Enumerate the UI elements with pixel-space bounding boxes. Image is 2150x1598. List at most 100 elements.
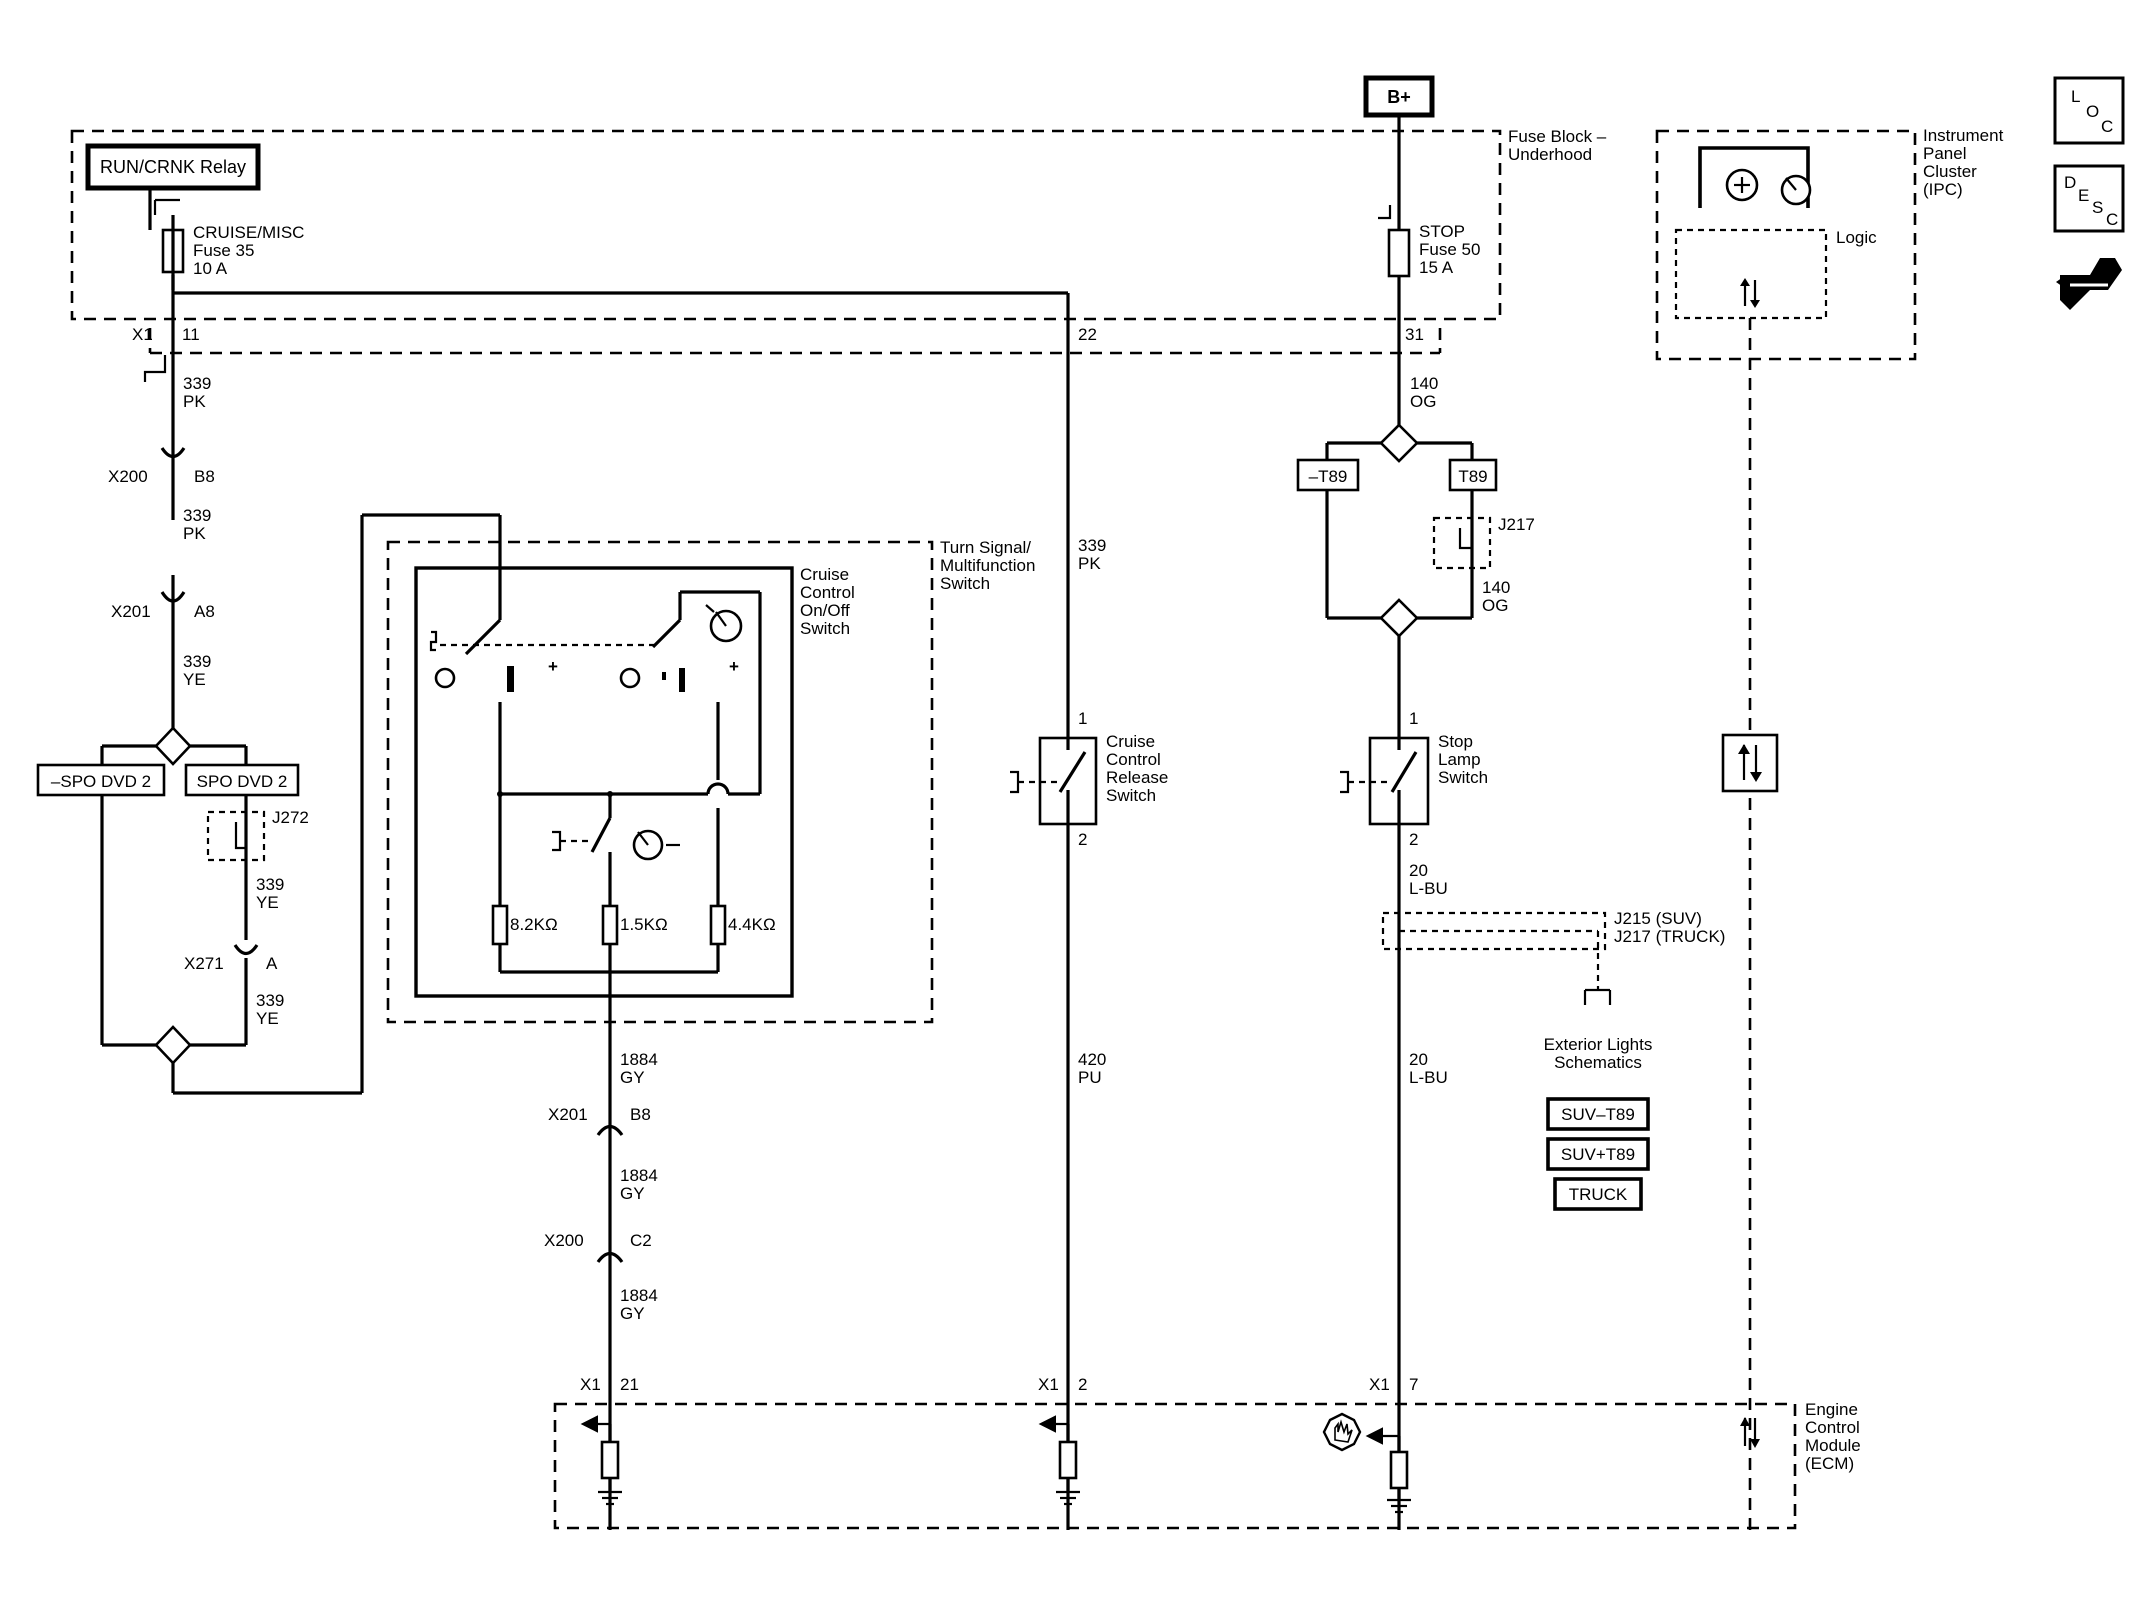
resistor-label: 1.5KΩ bbox=[620, 915, 668, 934]
diagnostic-tool-icon[interactable] bbox=[2056, 258, 2122, 310]
resistor-label: 8.2KΩ bbox=[510, 915, 558, 934]
wire-label: L-BU bbox=[1409, 879, 1448, 898]
ext-option-suv-t89[interactable]: SUV+T89 bbox=[1561, 1145, 1635, 1164]
tsm-label-2: Multifunction bbox=[940, 556, 1035, 575]
ipc-label-2: Panel bbox=[1923, 144, 1966, 163]
wire-label: 1884 bbox=[620, 1286, 658, 1305]
wire-label: 1884 bbox=[620, 1050, 658, 1069]
wire-label: 339 bbox=[256, 875, 284, 894]
ecm-label-2: Control bbox=[1805, 1418, 1860, 1437]
option-label-no-t89: –T89 bbox=[1309, 467, 1348, 486]
b-plus-source: B+ bbox=[1363, 75, 1435, 118]
wire-label: OG bbox=[1410, 392, 1436, 411]
wire-label: GY bbox=[620, 1068, 645, 1087]
ccs-label-2: Control bbox=[800, 583, 855, 602]
fuse-35: CRUISE/MISC Fuse 35 10 A bbox=[148, 188, 304, 290]
instrument-panel-cluster: Instrument Panel Cluster (IPC) Logic bbox=[1655, 126, 2004, 1530]
desc-letter: S bbox=[2092, 198, 2103, 217]
switch-label-3: Switch bbox=[1438, 768, 1488, 787]
fuse-pin-31: 31 bbox=[1405, 325, 1424, 344]
connector-pin: B8 bbox=[194, 467, 215, 486]
tsm-label-1: Turn Signal/ bbox=[940, 538, 1031, 557]
ext-lights-label-2[interactable]: Schematics bbox=[1554, 1053, 1642, 1072]
connector-pin: A bbox=[266, 954, 278, 973]
switch-label-3: Release bbox=[1106, 768, 1168, 787]
stop-lamp-circuit: 140 OG –T89 T89 J217 140 OG 1 Stop Lamp … bbox=[1296, 276, 1725, 1530]
run-crnk-relay: RUN/CRNK Relay bbox=[85, 143, 261, 191]
connector-pin: 21 bbox=[620, 1375, 639, 1394]
ext-option-suv-no-t89[interactable]: SUV–T89 bbox=[1561, 1105, 1635, 1124]
wire-label: PK bbox=[183, 524, 206, 543]
svg-text:+: + bbox=[548, 657, 558, 676]
fuse-block-title-2: Underhood bbox=[1508, 145, 1592, 164]
jumper-label: J272 bbox=[272, 808, 309, 827]
wire-label: 20 bbox=[1409, 861, 1428, 880]
loc-letter: O bbox=[2086, 102, 2099, 121]
wire-label: GY bbox=[620, 1304, 645, 1323]
option-label-t89: T89 bbox=[1458, 467, 1487, 486]
wire-label: PK bbox=[1078, 554, 1101, 573]
gy-circuit: 1884 GY X201 B8 1884 GY X200 C2 1884 GY … bbox=[544, 1050, 658, 1394]
connector-pin: C2 bbox=[630, 1231, 652, 1250]
ecm-label-1: Engine bbox=[1805, 1400, 1858, 1419]
switch-label-4: Switch bbox=[1106, 786, 1156, 805]
splice-label-2: J217 (TRUCK) bbox=[1614, 927, 1725, 946]
ecm-label-4: (ECM) bbox=[1805, 1454, 1854, 1473]
fuse-pin-22: 22 bbox=[1078, 325, 1097, 344]
wire-label: GY bbox=[620, 1184, 645, 1203]
cruise-control-release-switch: 339 PK 1 Cruise Control Release Switch 2… bbox=[1010, 293, 1168, 1530]
tsm-label-3: Switch bbox=[940, 574, 990, 593]
description-icon[interactable]: D E S C bbox=[2053, 164, 2125, 233]
connector-pin: 7 bbox=[1409, 1375, 1418, 1394]
loc-letter: C bbox=[2101, 117, 2113, 136]
fuse50-name: STOP bbox=[1419, 222, 1465, 241]
connector-label: X1 bbox=[580, 1375, 601, 1394]
ext-option-truck[interactable]: TRUCK bbox=[1569, 1185, 1628, 1204]
data-comm-box-icon bbox=[1721, 733, 1779, 793]
wire-label: L-BU bbox=[1409, 1068, 1448, 1087]
fuse35-rating: 10 A bbox=[193, 259, 228, 278]
connector-pin: B8 bbox=[630, 1105, 651, 1124]
ccs-label-1: Cruise bbox=[800, 565, 849, 584]
wire-label: 339 bbox=[183, 506, 211, 525]
desc-letter: E bbox=[2078, 186, 2089, 205]
ipc-label-1: Instrument bbox=[1923, 126, 2004, 145]
engine-control-module: Engine Control Module (ECM) bbox=[553, 1400, 1861, 1530]
switch-label-1: Cruise bbox=[1106, 732, 1155, 751]
ecm-label-3: Module bbox=[1805, 1436, 1861, 1455]
fuse-block-title-1: Fuse Block – bbox=[1508, 127, 1607, 146]
switch-pin: 2 bbox=[1409, 830, 1418, 849]
wire-label: YE bbox=[256, 893, 279, 912]
jumper-label: J217 bbox=[1498, 515, 1535, 534]
svg-text:+: + bbox=[729, 657, 739, 676]
splice-label-1: J215 (SUV) bbox=[1614, 909, 1702, 928]
ext-lights-label-1[interactable]: Exterior Lights bbox=[1544, 1035, 1653, 1054]
esd-caution-icon bbox=[1322, 1412, 1362, 1452]
ipc-label-3: Cluster bbox=[1923, 162, 1977, 181]
wire-label: 339 bbox=[1078, 536, 1106, 555]
connector-label: X201 bbox=[111, 602, 151, 621]
speedometer-icon bbox=[705, 604, 743, 643]
loc-letter: L bbox=[2071, 87, 2080, 106]
wire-label: YE bbox=[183, 670, 206, 689]
connector-label: X200 bbox=[544, 1231, 584, 1250]
ccs-label-4: Switch bbox=[800, 619, 850, 638]
ccs-label-3: On/Off bbox=[800, 601, 850, 620]
fuse-pin-11: 11 bbox=[182, 325, 200, 344]
run-crnk-relay-label: RUN/CRNK Relay bbox=[100, 157, 246, 177]
wire-label: YE bbox=[256, 1009, 279, 1028]
fuse35-number: Fuse 35 bbox=[193, 241, 254, 260]
switch-label-1: Stop bbox=[1438, 732, 1473, 751]
b-plus-label: B+ bbox=[1387, 87, 1411, 107]
wire-label: 20 bbox=[1409, 1050, 1428, 1069]
desc-letter: C bbox=[2106, 210, 2118, 229]
connector-label: X1 bbox=[1038, 1375, 1059, 1394]
data-comm-arrow-icon bbox=[1740, 1417, 1760, 1448]
ipc-label-4: (IPC) bbox=[1923, 180, 1963, 199]
speedometer-icon bbox=[632, 829, 664, 861]
location-icon[interactable]: L O C bbox=[2053, 76, 2125, 145]
left-circuit: 339 PK X200 B8 339 PK X201 A8 339 YE –SP… bbox=[36, 374, 502, 1095]
connector-label: X271 bbox=[184, 954, 224, 973]
wire-label: OG bbox=[1482, 596, 1508, 615]
